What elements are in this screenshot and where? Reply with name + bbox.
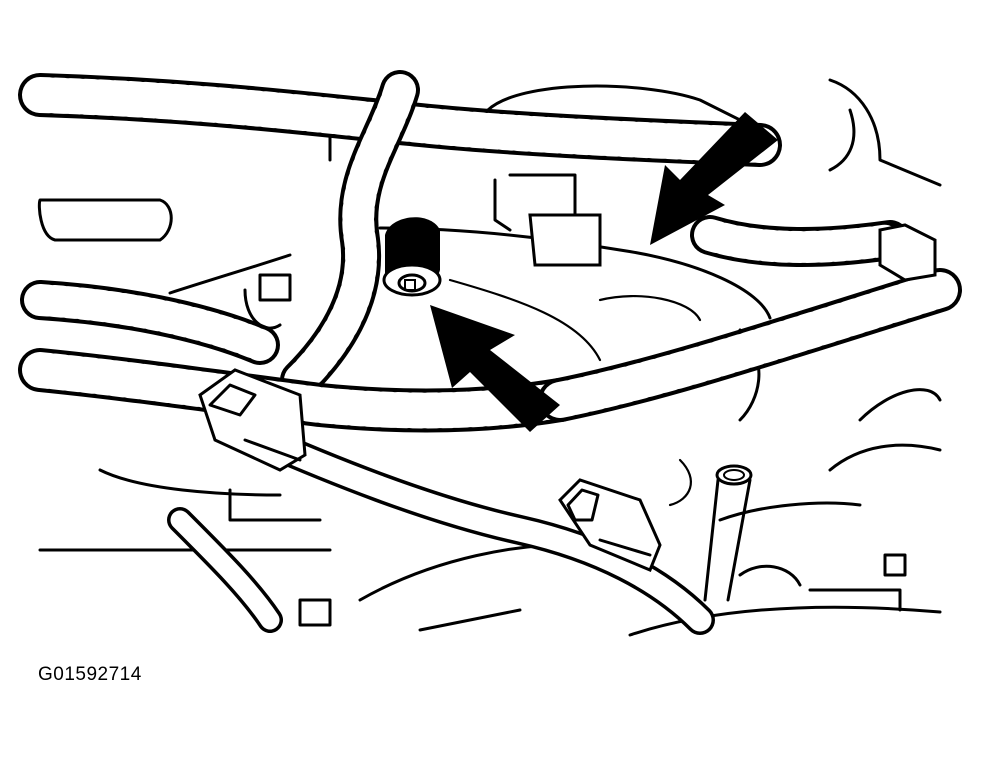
vertical-pipe — [703, 464, 753, 602]
connector-left — [198, 368, 307, 472]
wiring-harness-vertical — [280, 70, 420, 400]
sensor-component — [382, 217, 442, 297]
wiring-harness-upper — [18, 73, 782, 167]
lower-routing-tube — [167, 415, 715, 635]
harness-clip-upper — [493, 173, 602, 267]
figure-id-label: G01592714 — [38, 664, 142, 685]
arrow-to-sensor — [430, 305, 560, 432]
wiring-harness-right — [538, 215, 962, 422]
connector-center — [558, 478, 662, 572]
wiring-harness-lower-left — [18, 280, 582, 433]
arrow-to-housing — [650, 112, 778, 245]
connector-right — [878, 223, 937, 282]
